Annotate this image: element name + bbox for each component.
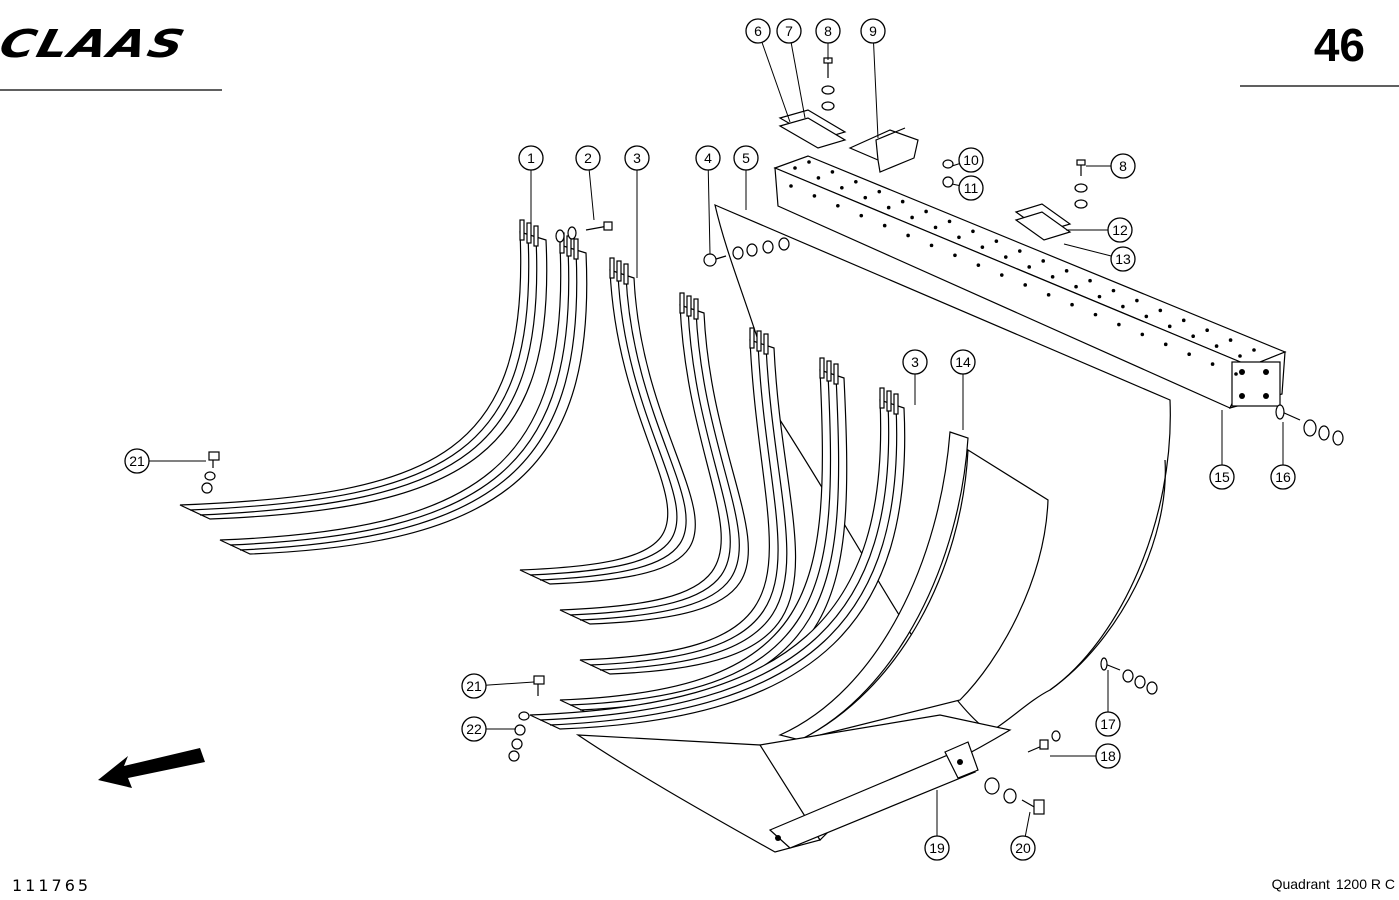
svg-text:15: 15 [1214,469,1230,485]
callout-c3b: 3 [902,349,928,375]
svg-text:21: 21 [466,678,482,694]
svg-text:9: 9 [869,23,877,39]
leader-c9 [872,30,879,139]
svg-text:11: 11 [964,180,979,196]
svg-text:20: 20 [1015,840,1031,856]
callout-c4: 4 [695,145,721,171]
model-name: Quadrant [1271,876,1330,892]
bolt-set-22 [508,711,530,762]
callout-c21a: 21 [124,448,150,474]
callout-c12: 12 [1107,217,1133,243]
svg-text:16: 16 [1275,469,1291,485]
svg-text:3: 3 [633,150,641,166]
svg-text:21: 21 [129,453,145,469]
bolt-set-21-lower [533,675,545,696]
model-variant: 1200 R C [1335,876,1395,892]
callout-c3a: 3 [624,145,650,171]
callout-c8a: 8 [815,18,841,44]
fasteners-top [821,57,1088,209]
callout-c10: 10 [958,147,984,173]
leader-c6 [757,30,791,123]
bracket-part [848,127,919,173]
bolt-set-2 [555,221,613,243]
callout-c13: 13 [1110,246,1136,272]
svg-text:2: 2 [584,150,592,166]
svg-text:13: 13 [1115,251,1131,267]
svg-text:19: 19 [929,840,945,856]
plate-part [778,109,1072,241]
callout-c20: 20 [1010,835,1036,861]
leader-c7 [788,30,806,119]
liner-strip [519,269,696,585]
callout-c15: 15 [1209,464,1235,490]
callout-c14: 14 [950,349,976,375]
callout-c9: 9 [860,18,886,44]
direction-arrow-icon [98,748,205,788]
callout-c17: 17 [1095,711,1121,737]
liner-strip [219,244,588,555]
callout-c21b: 21 [461,673,487,699]
svg-text:14: 14 [955,354,971,370]
bolt-set-16 [1275,404,1344,446]
liner-strip [179,231,548,520]
svg-text:3: 3 [911,354,919,370]
svg-text:18: 18 [1100,748,1116,764]
bolt-set-20 [984,777,1045,815]
svg-text:8: 8 [824,23,832,39]
callout-c18: 18 [1095,743,1121,769]
callout-c11: 11 [958,175,984,201]
svg-text:17: 17 [1100,716,1116,732]
liner-strip [559,304,749,625]
callout-c2: 2 [575,145,601,171]
curved-liners-part [179,219,906,730]
bolt-set-4 [703,237,790,267]
callout-c6: 6 [745,18,771,44]
liner-strip [579,339,797,675]
callout-c22: 22 [461,716,487,742]
svg-text:8: 8 [1119,158,1127,174]
svg-text:1: 1 [527,150,535,166]
callout-c7: 7 [776,18,802,44]
svg-text:12: 12 [1112,222,1128,238]
callout-c16: 16 [1270,464,1296,490]
liner-strip [529,399,906,730]
svg-text:7: 7 [785,23,793,39]
callout-c19: 19 [924,835,950,861]
callout-c8b: 8 [1110,153,1136,179]
callout-c5: 5 [733,145,759,171]
svg-text:5: 5 [742,150,750,166]
svg-text:22: 22 [466,721,482,737]
callout-c1: 1 [518,145,544,171]
drawing-number: 111765 [12,876,92,895]
svg-text:10: 10 [963,152,979,168]
leader-c4 [707,157,711,255]
svg-text:6: 6 [754,23,762,39]
page-number: 46 [1313,19,1365,71]
svg-text:4: 4 [704,150,712,166]
bolt-set-18 [1027,730,1061,753]
bolt-set-17 [1100,657,1158,695]
beam-part [773,155,1287,409]
support-strut-part [768,741,979,849]
bolt-set-21-upper [201,451,220,494]
model-label: Quadrant 1200 R C [1270,876,1395,892]
